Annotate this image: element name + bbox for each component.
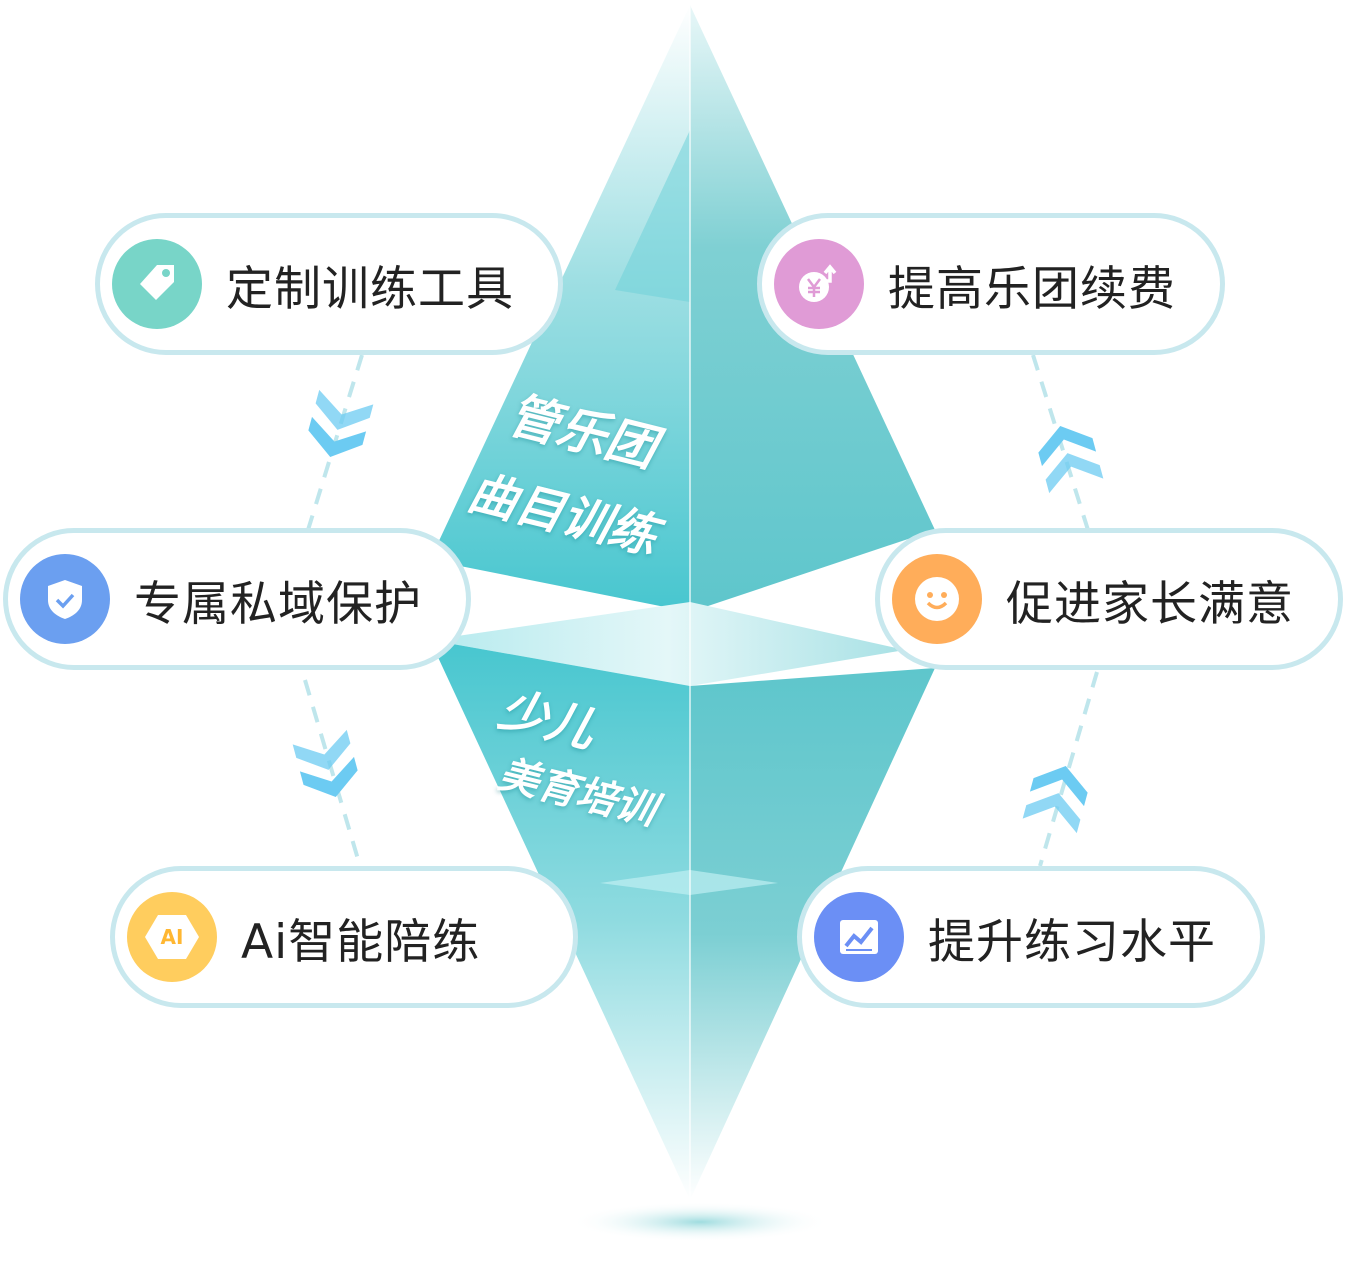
chevron-up-icon [1022,766,1088,834]
smile-icon [892,554,982,644]
shield-check-icon [20,554,110,644]
feature-label: 专属私域保护 [134,576,422,632]
upper-left-face [430,5,690,612]
feature-pill-custom-tools: 定制训练工具 [95,213,563,355]
chevron-down-icon [292,729,358,797]
feature-pill-renewal: 提高乐团续费 [757,213,1225,355]
ai-hexagon-icon: AI [127,892,217,982]
tag-icon [112,239,202,329]
feature-pill-ai-practice: AI Ai智能陪练 [110,866,578,1008]
feature-pill-parent-satisfaction: 促进家长满意 [875,528,1343,670]
feature-pill-practice-level: 提升练习水平 [797,866,1265,1008]
feature-label: 定制训练工具 [226,261,514,317]
upper-inner-face [615,130,690,302]
chart-up-icon [814,892,904,982]
ai-icon-text: AI [160,925,184,949]
chevron-up-icon [1038,426,1104,494]
feature-label: 提升练习水平 [928,914,1216,970]
chevron-down-icon [308,389,374,457]
feature-label: 提高乐团续费 [888,261,1176,317]
lower-top-face [430,602,905,686]
feature-label: Ai智能陪练 [241,914,481,970]
feature-label: 促进家长满意 [1006,576,1294,632]
pyramid-shadow [570,1202,830,1242]
feature-pill-private-domain: 专属私域保护 [3,528,471,670]
yen-up-icon [774,239,864,329]
